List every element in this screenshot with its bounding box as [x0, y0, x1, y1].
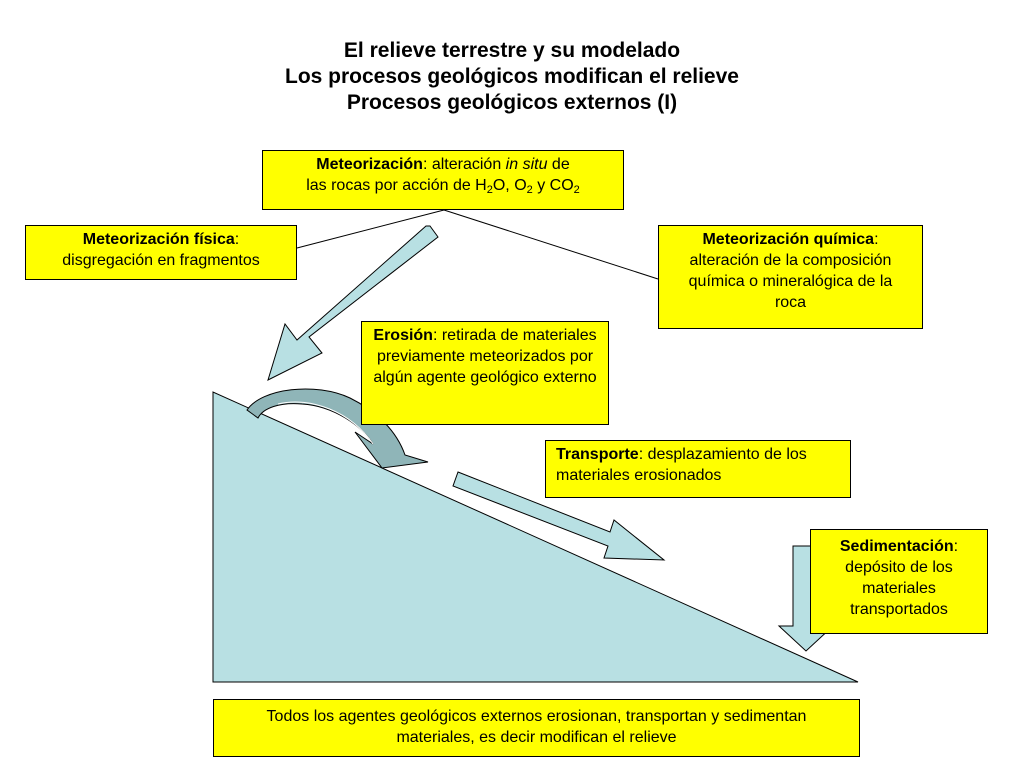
transporte-sep: : — [638, 446, 644, 463]
erosion-term: Erosión — [373, 327, 433, 344]
slope-triangle — [212, 391, 859, 683]
subscript-h2o: 2 — [486, 184, 493, 196]
title-line-3: Procesos geológicos externos (I) — [346, 91, 678, 114]
subscript-o2: 2 — [526, 184, 533, 196]
erosion-sep: : — [432, 327, 438, 344]
title-line-1: El relieve terrestre y su modelado — [343, 39, 681, 62]
meteorizacion-arrow-icon — [267, 225, 439, 381]
fisica-text: disgregación en fragmentos — [62, 252, 260, 269]
meteorizacion-text-a: alteración — [427, 156, 506, 173]
meteorizacion-fisica-box: Meteorización física: disgregación en fr… — [25, 225, 297, 280]
footer-text: Todos los agentes geológicos externos er… — [266, 708, 807, 746]
meteorizacion-text-d: O, O — [492, 177, 527, 194]
quimica-term: Meteorización química — [702, 231, 875, 248]
transporte-term: Transporte — [556, 446, 639, 463]
connector-line-quimica — [443, 209, 659, 280]
erosion-text: retirada de materiales previamente meteo… — [373, 327, 597, 386]
in-situ-text: in situ — [505, 156, 548, 173]
subscript-co2: 2 — [573, 184, 580, 196]
fisica-sep: : — [234, 231, 240, 248]
meteorizacion-text-b: de — [547, 156, 570, 173]
meteorizacion-text-e: y CO — [532, 177, 574, 194]
sedimentacion-text: depósito de los materiales transportados — [845, 559, 953, 618]
fisica-term: Meteorización física — [82, 231, 235, 248]
meteorizacion-sep: : — [422, 156, 428, 173]
transporte-text: desplazamiento de los materiales erosion… — [556, 446, 807, 484]
footer-summary-box: Todos los agentes geológicos externos er… — [213, 699, 860, 757]
erosion-arrow-highlight — [277, 401, 374, 445]
sedimentacion-term: Sedimentación — [839, 538, 954, 555]
erosion-box: Erosión: retirada de materiales previame… — [361, 321, 609, 425]
sedimentacion-sep: : — [953, 538, 959, 555]
transporte-arrow-icon — [452, 471, 666, 561]
meteorizacion-term: Meteorización — [316, 156, 423, 173]
meteorizacion-box: Meteorización: alteración in situ de las… — [262, 150, 624, 210]
meteorizacion-quimica-box: Meteorización química: alteración de la … — [658, 225, 923, 329]
sedimentacion-box: Sedimentación: depósito de los materiale… — [810, 529, 988, 634]
quimica-text: alteración de la composición química o m… — [688, 252, 893, 311]
title-line-2: Los procesos geológicos modifican el rel… — [285, 65, 739, 88]
slide-title: El relieve terrestre y su modelado Los p… — [0, 38, 1024, 116]
quimica-sep: : — [874, 231, 879, 248]
connector-line-fisica — [296, 209, 445, 249]
meteorizacion-text-c: las rocas por acción de H — [306, 177, 487, 194]
transporte-box: Transporte: desplazamiento de los materi… — [545, 440, 851, 498]
erosion-curved-arrow-icon — [246, 388, 429, 469]
